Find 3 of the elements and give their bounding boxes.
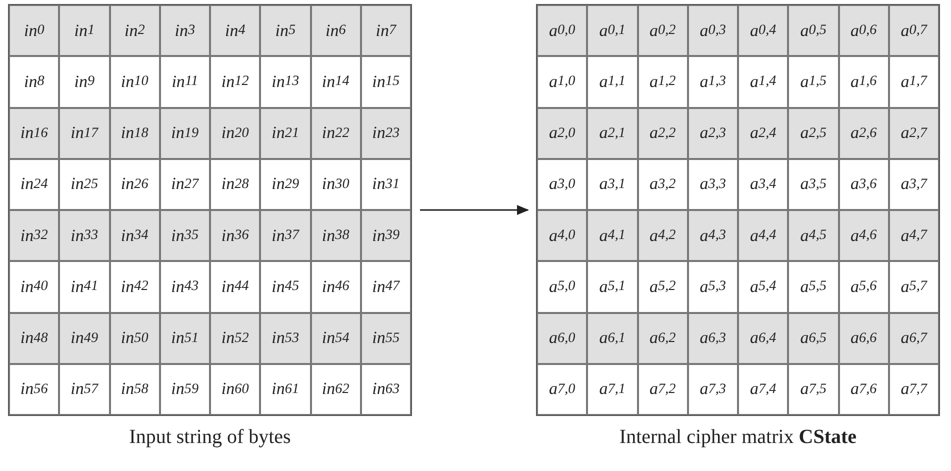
table-caption: Input string of bytes — [128, 426, 292, 449]
table-caption: Internal cipher matrix CState — [618, 426, 858, 449]
arrow — [420, 205, 529, 215]
